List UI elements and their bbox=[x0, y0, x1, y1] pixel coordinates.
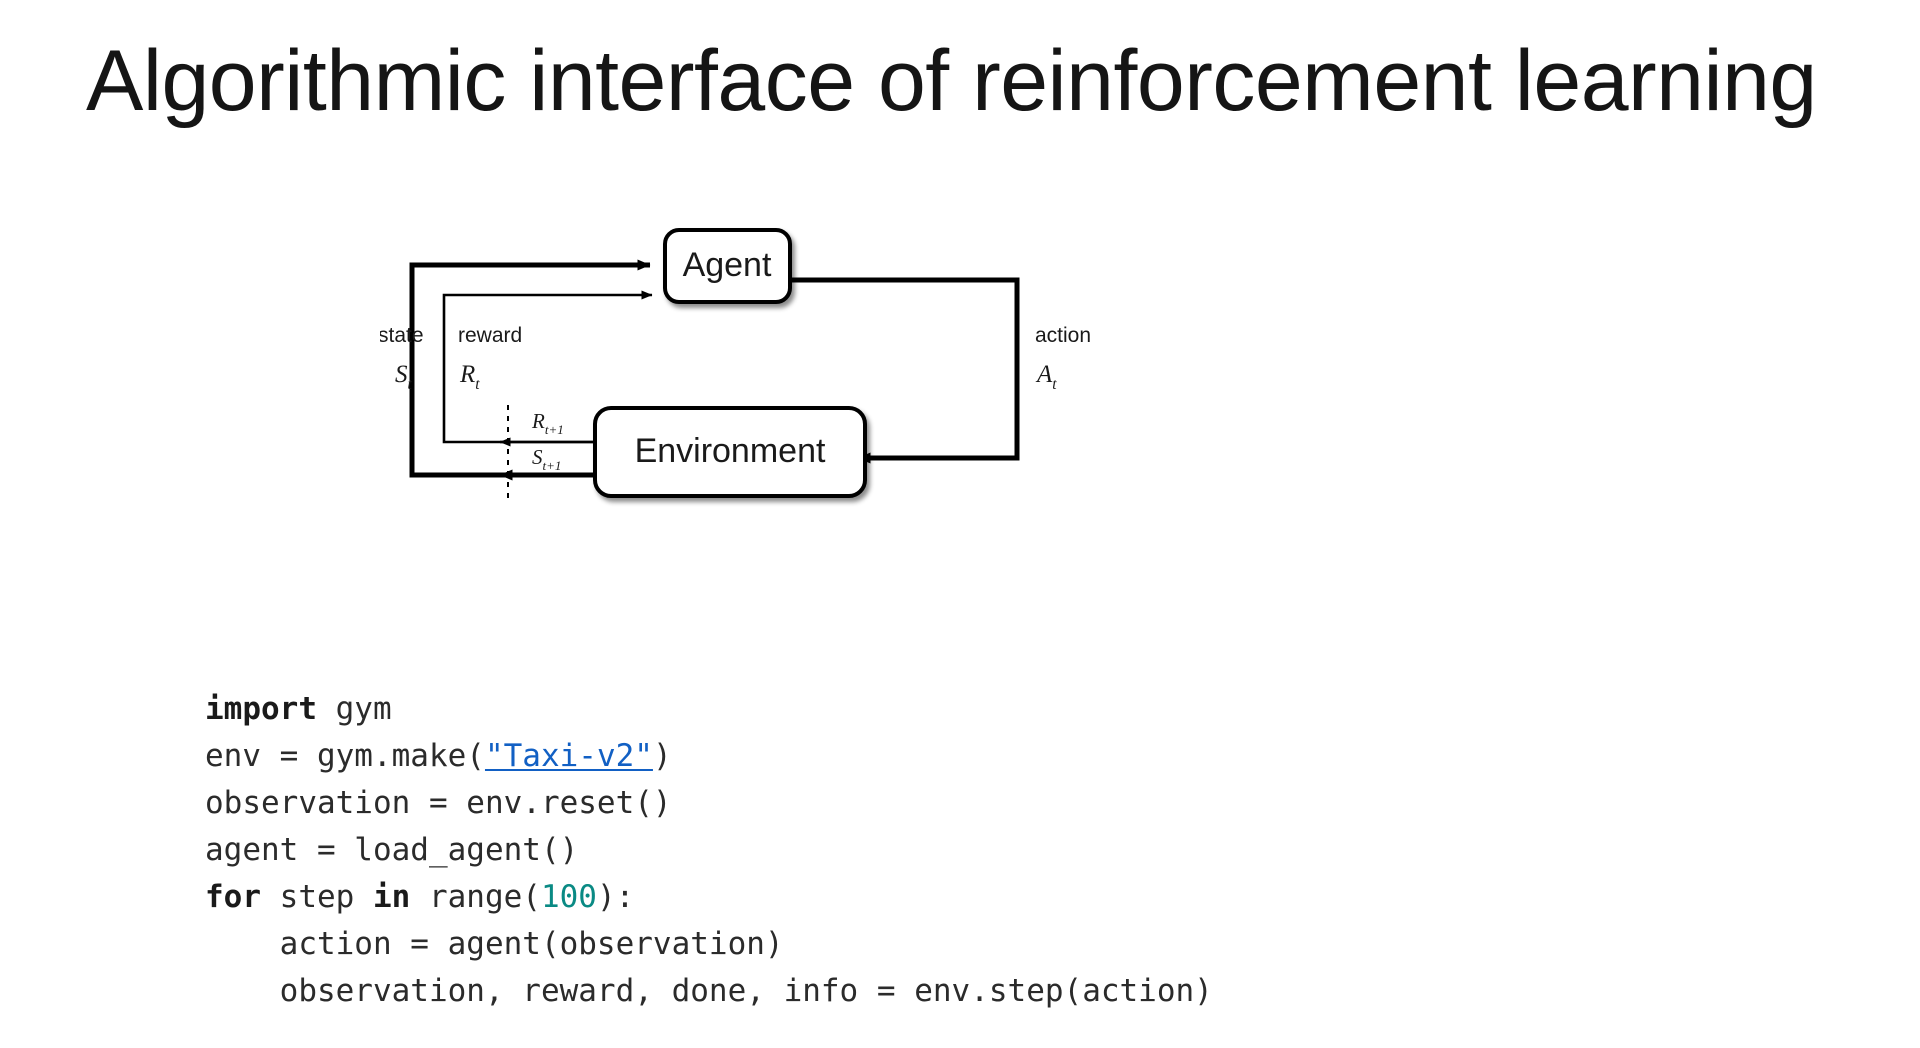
state-next-symbol: St+1 bbox=[532, 445, 561, 473]
code-text: action = agent(observation) bbox=[205, 926, 784, 962]
environment-node-label: Environment bbox=[635, 432, 826, 470]
code-line: action = agent(observation) bbox=[205, 921, 1213, 968]
reward-edge-symbol: Rt bbox=[459, 361, 480, 393]
code-line: import gym bbox=[205, 686, 1213, 733]
code-text: observation, reward, done, info = env.st… bbox=[205, 973, 1213, 1009]
code-string-link[interactable]: "Taxi-v2" bbox=[484, 738, 653, 774]
action-edge-symbol: At bbox=[1035, 361, 1057, 393]
code-text: observation = env.reset() bbox=[205, 785, 672, 821]
agent-node-box bbox=[663, 228, 792, 304]
state-edge-word: state bbox=[380, 324, 424, 347]
code-line: for step in range(100): bbox=[205, 874, 1213, 921]
rl-loop-diagram: Agent Environment state St reward Rt act… bbox=[380, 210, 1200, 530]
rl-loop-diagram-svg: Agent Environment state St reward Rt act… bbox=[380, 228, 1091, 498]
code-line: agent = load_agent() bbox=[205, 827, 1213, 874]
page-title: Algorithmic interface of reinforcement l… bbox=[86, 33, 1817, 129]
environment-node-box bbox=[593, 406, 867, 498]
code-text: ) bbox=[652, 738, 672, 774]
code-text: gym bbox=[316, 691, 392, 727]
action-edge-path bbox=[788, 277, 1020, 464]
code-text: range( bbox=[410, 879, 541, 915]
code-line: observation, reward, done, info = env.st… bbox=[205, 968, 1213, 1015]
reward-next-symbol: Rt+1 bbox=[531, 409, 564, 437]
code-line: observation = env.reset() bbox=[205, 780, 1213, 827]
code-text: ): bbox=[596, 879, 635, 915]
code-text: agent = load_agent() bbox=[205, 832, 579, 868]
environment-node[interactable]: Environment bbox=[593, 406, 867, 498]
code-text: step bbox=[261, 879, 373, 915]
code-line: env = gym.make("Taxi-v2") bbox=[205, 733, 1213, 780]
agent-node[interactable]: Agent bbox=[663, 228, 792, 304]
code-keyword: in bbox=[372, 879, 411, 915]
code-keyword: for bbox=[205, 879, 261, 915]
reward-edge-word: reward bbox=[458, 324, 522, 347]
code-number-literal: 100 bbox=[540, 879, 597, 915]
code-text: env = gym.make( bbox=[205, 738, 485, 774]
action-edge-word: action bbox=[1035, 324, 1091, 347]
code-keyword: import bbox=[205, 691, 317, 727]
agent-node-label: Agent bbox=[683, 246, 772, 284]
